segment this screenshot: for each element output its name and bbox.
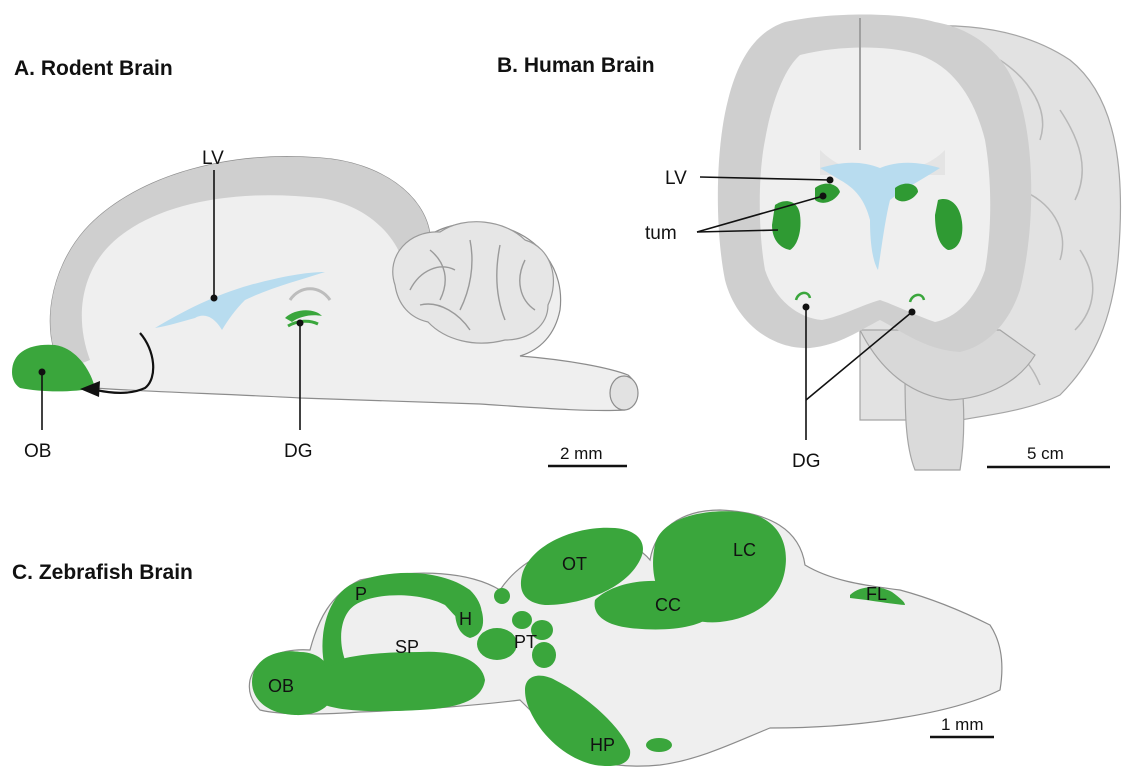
label-sp-zf: SP <box>395 637 419 657</box>
scale-label-zebrafish: 1 mm <box>941 715 984 734</box>
lv-leader-dot-human <box>827 177 834 184</box>
rodent-brainstem-end <box>610 376 638 410</box>
zf-region-pt <box>477 628 517 660</box>
scale-label-rodent: 2 mm <box>560 444 603 463</box>
label-lv-human: LV <box>665 168 687 189</box>
label-hp-zf: HP <box>590 735 615 755</box>
ob-leader-dot <box>39 369 46 376</box>
panel-title-zebrafish: C. Zebrafish Brain <box>12 561 193 584</box>
label-cc-zf: CC <box>655 595 681 615</box>
label-fl-zf: FL <box>866 584 887 604</box>
dg-leader-dot <box>297 320 304 327</box>
panel-title-human: B. Human Brain <box>497 54 655 77</box>
label-lc-zf: LC <box>733 540 756 560</box>
dg-leader-dot-human-left <box>803 304 810 311</box>
panel-rodent-brain: A. Rodent Brain LV OB DG 2 <box>12 57 638 466</box>
label-ob-rodent: OB <box>24 441 51 462</box>
zf-region-sp <box>325 652 485 711</box>
label-tum-human: tum <box>645 223 677 244</box>
zf-region-small-1 <box>494 588 510 604</box>
label-ob-zf: OB <box>268 676 294 696</box>
dg-leader-dot-human-right <box>909 309 916 316</box>
tum-leader-dot-upper <box>820 193 827 200</box>
panel-zebrafish-brain: C. Zebrafish Brain P H SP OB OT PT CC LC… <box>12 510 1002 766</box>
scale-label-human: 5 cm <box>1027 444 1064 463</box>
label-h-zf: H <box>459 609 472 629</box>
label-ot-zf: OT <box>562 554 587 574</box>
lv-leader-dot <box>211 295 218 302</box>
zf-region-small-5 <box>646 738 672 752</box>
label-lv-rodent: LV <box>202 148 224 169</box>
label-dg-rodent: DG <box>284 441 313 462</box>
panel-title-rodent: A. Rodent Brain <box>14 57 173 80</box>
label-pt-zf: PT <box>514 632 537 652</box>
label-dg-human: DG <box>792 451 821 472</box>
zf-region-small-2 <box>512 611 532 629</box>
label-p-zf: P <box>355 584 367 604</box>
